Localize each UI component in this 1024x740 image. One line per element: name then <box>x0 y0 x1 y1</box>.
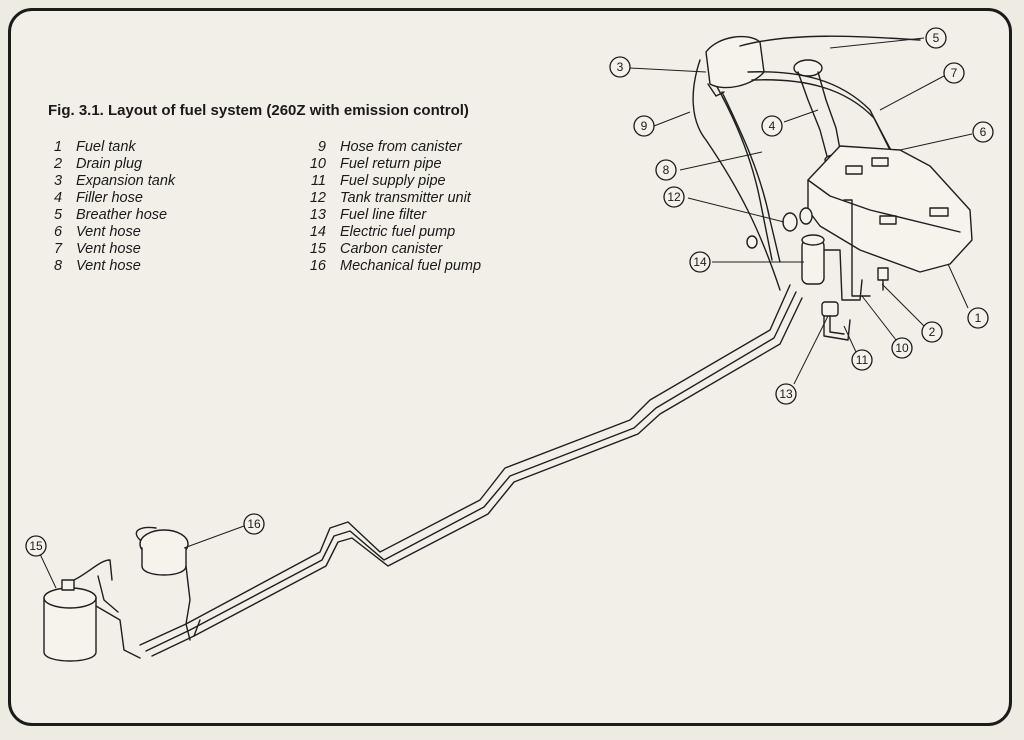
tank-transmitter <box>746 207 813 249</box>
svg-text:7: 7 <box>951 66 958 80</box>
svg-text:6: 6 <box>980 125 987 139</box>
svg-text:5: 5 <box>933 31 940 45</box>
breather-hose <box>739 35 967 221</box>
callout-12: 12 <box>663 186 685 208</box>
callout-1: 1 <box>967 307 989 329</box>
callout-11: 11 <box>851 349 873 371</box>
svg-text:13: 13 <box>779 387 793 401</box>
callout-13: 13 <box>775 383 797 405</box>
svg-text:16: 16 <box>247 517 261 531</box>
svg-text:2: 2 <box>929 325 936 339</box>
figure-frame <box>8 8 1012 726</box>
expansion-tank <box>705 35 765 97</box>
svg-text:4: 4 <box>769 119 776 133</box>
fuel-line-filter <box>821 301 851 341</box>
mechanical-fuel-pump <box>135 526 191 625</box>
callout-7: 7 <box>943 62 965 84</box>
callout-3: 3 <box>609 56 631 78</box>
callout-6: 6 <box>972 121 994 143</box>
svg-text:8: 8 <box>663 163 670 177</box>
callout-10: 10 <box>891 337 913 359</box>
electric-fuel-pump <box>801 199 871 301</box>
fuel-line-pipes <box>139 284 803 657</box>
svg-text:1: 1 <box>975 311 982 325</box>
svg-text:9: 9 <box>641 119 648 133</box>
callout-15: 15 <box>25 535 47 557</box>
fuel-tank <box>807 145 973 273</box>
callout-5: 5 <box>925 27 947 49</box>
vent-hoses <box>692 59 781 291</box>
svg-text:3: 3 <box>617 60 624 74</box>
leader-lines <box>39 37 973 589</box>
svg-text:10: 10 <box>895 341 909 355</box>
callout-9: 9 <box>633 115 655 137</box>
figure-title: Fig. 3.1. Layout of fuel system (260Z wi… <box>48 102 469 119</box>
callout-4: 4 <box>761 115 783 137</box>
svg-text:14: 14 <box>693 255 707 269</box>
svg-text:11: 11 <box>856 353 869 367</box>
svg-text:12: 12 <box>667 190 681 204</box>
callout-16: 16 <box>243 513 265 535</box>
callout-8: 8 <box>655 159 677 181</box>
callout-2: 2 <box>921 321 943 343</box>
callout-14: 14 <box>689 251 711 273</box>
drain-plug <box>877 267 889 291</box>
carbon-canister <box>43 559 141 662</box>
svg-text:15: 15 <box>29 539 43 553</box>
